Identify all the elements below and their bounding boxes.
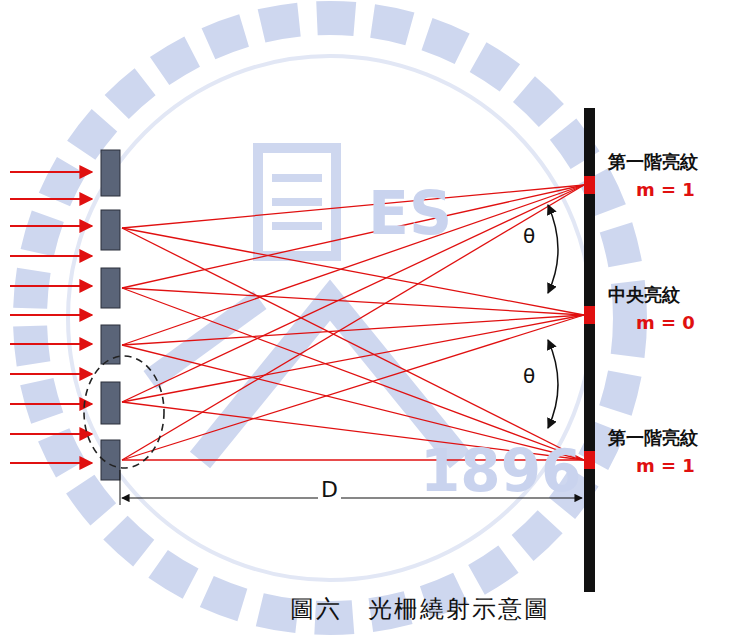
grating-bar (101, 382, 120, 424)
angle-symbol: θ (523, 365, 535, 387)
angle-arc (548, 205, 558, 293)
order-number: m = 0 (636, 313, 695, 333)
watermark: 1896 (420, 440, 581, 504)
ray (122, 185, 584, 402)
ray (122, 315, 584, 460)
ray (122, 228, 584, 460)
incident-arrow (10, 198, 92, 200)
incident-arrow (10, 373, 92, 375)
grating-bar (101, 325, 120, 364)
ray (122, 288, 584, 315)
fringe-name: 第一階亮紋 (608, 152, 698, 172)
dashed-highlight-circle (84, 356, 164, 468)
angle-symbol: θ (523, 225, 535, 247)
figure-caption: 圖六 光柵繞射示意圖 (290, 596, 550, 622)
ray (122, 185, 584, 228)
ray (122, 185, 584, 288)
grating-slits (101, 150, 120, 480)
bright-fringe (584, 176, 595, 194)
incident-arrow (10, 314, 92, 316)
incident-arrow (10, 403, 92, 405)
order-number: m = 1 (636, 180, 695, 200)
ray (122, 185, 584, 460)
incident-arrow (10, 225, 92, 227)
angle-arc (548, 340, 558, 428)
incident-arrow (10, 433, 92, 435)
incident-arrow (10, 343, 92, 345)
fringe-name: 中央亮紋 (608, 285, 680, 305)
incident-arrow (10, 462, 92, 464)
distance-symbol: D (318, 478, 341, 502)
ray (122, 315, 584, 402)
grating-bar (101, 150, 120, 196)
order-number: m = 1 (636, 456, 695, 476)
incident-light-arrows (10, 172, 92, 463)
grating-bar (101, 210, 120, 250)
bright-fringe (584, 306, 595, 324)
ray (122, 228, 584, 315)
incident-arrow (10, 171, 92, 173)
grating-bar (101, 268, 120, 308)
ray (122, 288, 584, 460)
ray (122, 315, 584, 345)
diffracted-rays (122, 185, 584, 460)
screen (584, 108, 595, 592)
ray (122, 185, 584, 345)
incident-arrow (10, 255, 92, 257)
fringe-name: 第一階亮紋 (608, 428, 698, 448)
watermark: ES (368, 180, 452, 246)
incident-arrow (10, 285, 92, 287)
bright-fringe (584, 451, 595, 469)
watermark-logo (30, 18, 630, 618)
